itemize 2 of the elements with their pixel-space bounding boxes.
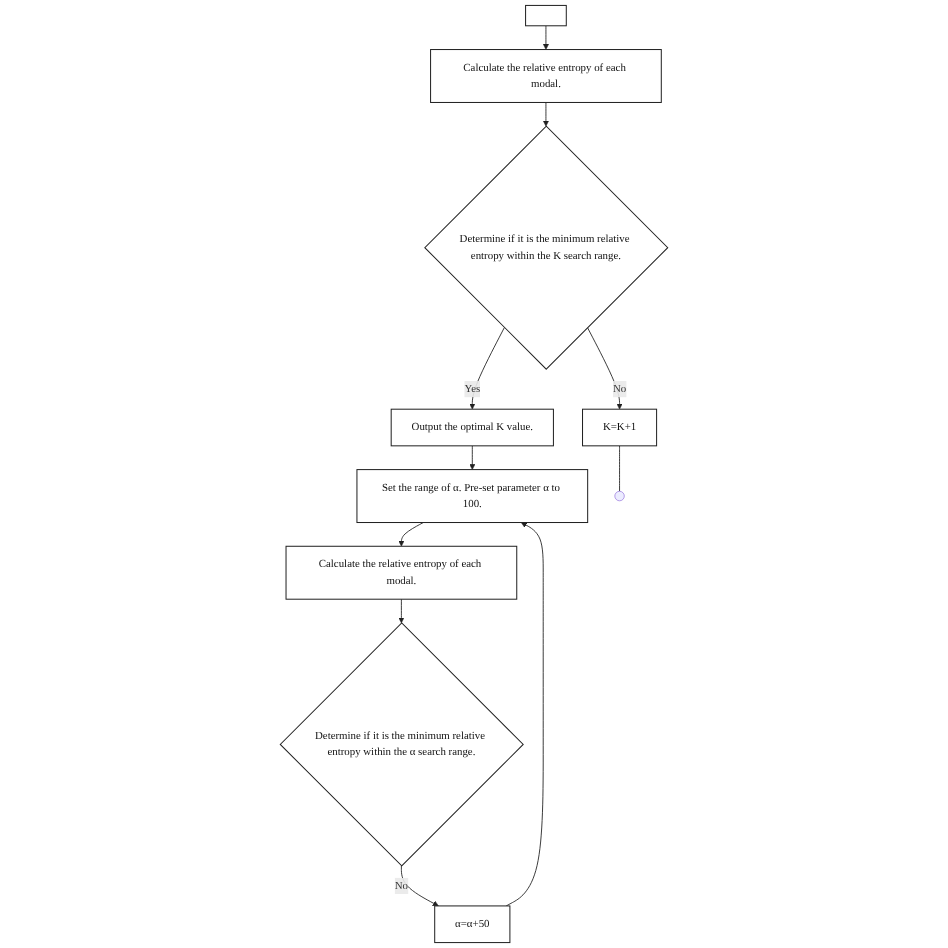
- node-box: [525, 4, 567, 27]
- connector: [619, 445, 620, 492]
